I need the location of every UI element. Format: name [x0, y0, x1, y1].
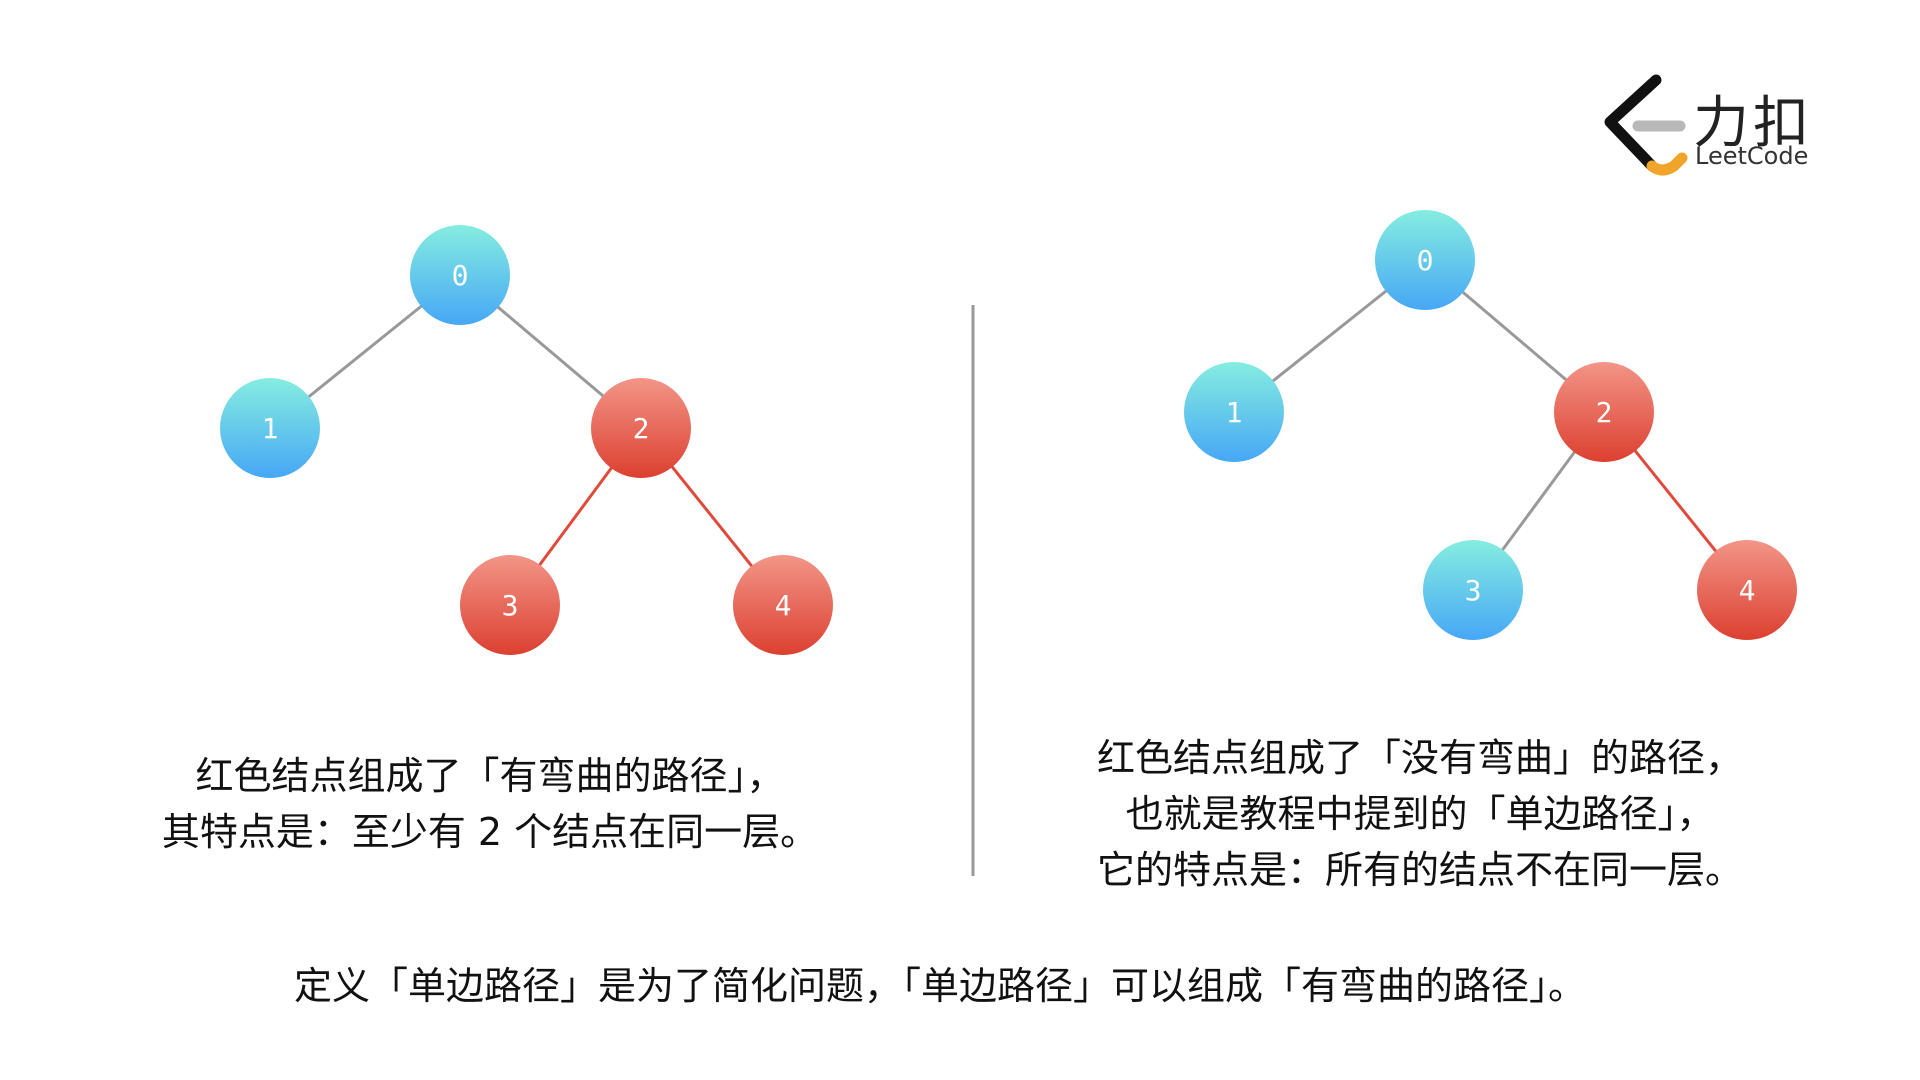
tree-node-label: 1: [1226, 396, 1243, 429]
logo-name-cn: 力扣: [1693, 91, 1813, 156]
left-caption: 红色结点组成了「有弯曲的路径」， 其特点是：至少有 2 个结点在同一层。: [160, 748, 820, 860]
left-caption-line: 红色结点组成了「有弯曲的路径」，: [195, 754, 785, 798]
tree-node-label: 2: [1596, 396, 1613, 429]
tree-node-label: 0: [1417, 244, 1434, 277]
tree-node-label: 0: [452, 259, 469, 292]
tree-node-1: [1184, 362, 1284, 462]
leetcode-logo-icon: [1604, 74, 1688, 176]
tree-node-label: 3: [1465, 574, 1482, 607]
tree-node-label: 3: [502, 589, 519, 622]
tree-node-3: [460, 555, 560, 655]
tree-node-4: [1697, 540, 1797, 640]
tree-node-label: 4: [775, 589, 792, 622]
tree-node-2: [591, 378, 691, 478]
tree-node-2: [1554, 362, 1654, 462]
tree-node-4: [733, 555, 833, 655]
logo-name-en: LeetCode: [1695, 142, 1809, 170]
right-caption-line: 也就是教程中提到的「单边路径」，: [1125, 792, 1715, 836]
tree-node-label: 4: [1739, 574, 1756, 607]
left-caption-line: 其特点是：至少有 2 个结点在同一层。: [161, 810, 819, 854]
right-caption: 红色结点组成了「没有弯曲」的路径， 也就是教程中提到的「单边路径」， 它的特点是…: [1070, 730, 1770, 898]
footer-caption: 定义「单边路径」是为了简化问题，「单边路径」可以组成「有弯曲的路径」。: [293, 964, 1586, 1008]
tree-node-label: 2: [633, 412, 650, 445]
tree-node-label: 1: [262, 412, 279, 445]
right-caption-line: 红色结点组成了「没有弯曲」的路径，: [1096, 736, 1743, 780]
tree-left: 0 1 2 3 4: [220, 225, 833, 655]
right-caption-line: 它的特点是：所有的结点不在同一层。: [1096, 848, 1743, 892]
tree-node-0: [410, 225, 510, 325]
tree-node-1: [220, 378, 320, 478]
tree-node-3: [1423, 540, 1523, 640]
tree-right: 0 1 2 3 4: [1184, 210, 1797, 640]
tree-node-0: [1375, 210, 1475, 310]
